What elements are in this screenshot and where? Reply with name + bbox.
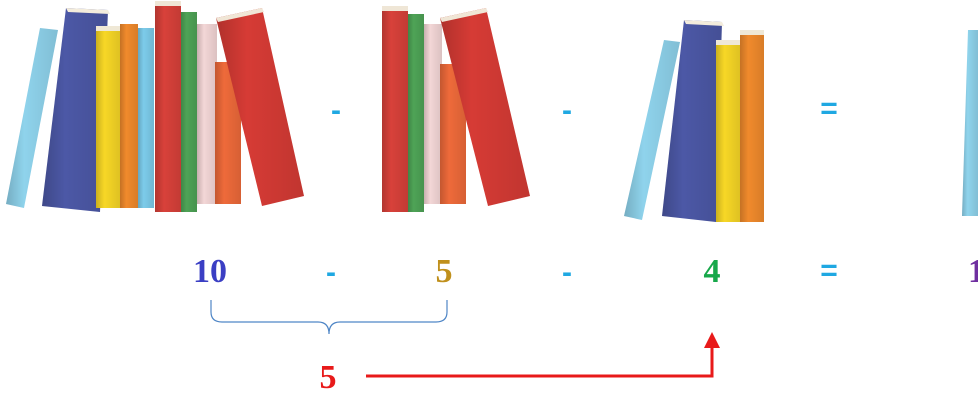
operator-equals-top: = <box>820 92 838 125</box>
book-green <box>181 12 197 212</box>
equation-number-5: 5 <box>436 253 453 290</box>
book-orange <box>120 24 138 208</box>
book-light-blue <box>962 30 978 216</box>
group-ten-books <box>6 1 304 212</box>
operator-minus-top-2: - <box>562 94 572 127</box>
operator-minus-top-1: - <box>331 94 341 127</box>
group-one-book <box>962 30 978 216</box>
grouping-bracket <box>211 300 447 334</box>
equation-number-10: 10 <box>193 253 227 290</box>
book-yellow <box>716 40 740 222</box>
book-yellow <box>96 26 120 208</box>
arrow-to-four <box>366 332 720 376</box>
equation-result-1: 1 <box>968 253 978 290</box>
book-green <box>408 14 424 212</box>
equation-number-4: 4 <box>704 253 721 290</box>
book-orange <box>740 30 764 222</box>
group-four-books <box>624 20 764 222</box>
equation-operator-equals: = <box>820 254 838 287</box>
equation-operator-minus-2: - <box>562 256 572 289</box>
book-pink <box>424 24 442 204</box>
book-red <box>155 1 181 212</box>
book-sky-blue <box>138 28 154 208</box>
intermediate-result-5: 5 <box>320 359 337 396</box>
equation-operator-minus-1: - <box>326 256 336 289</box>
group-five-books <box>382 6 530 212</box>
book-red <box>382 6 408 212</box>
book-pink <box>197 24 217 204</box>
